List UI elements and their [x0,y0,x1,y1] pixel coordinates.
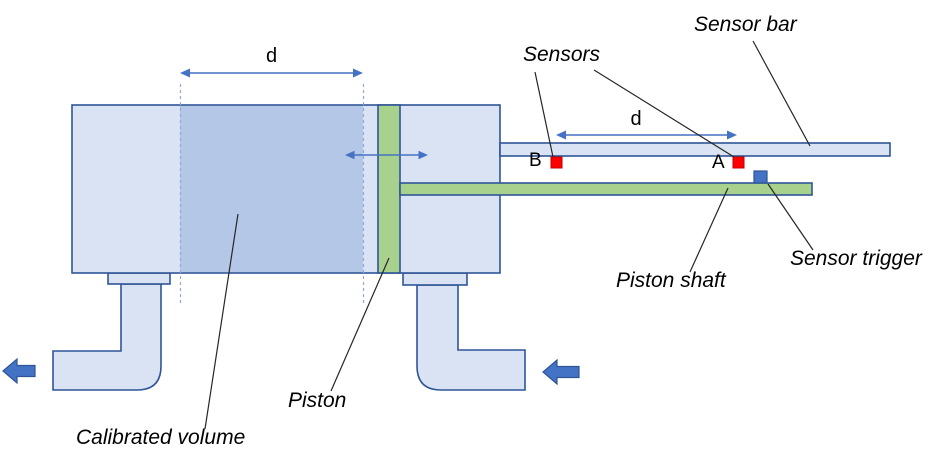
distance-sensors-label: d [630,108,642,130]
leader-sensor-trigger [767,183,814,251]
sensor-a-label: A [712,152,725,173]
calibrated-volume-region [180,106,363,272]
sensor-bar-label: Sensor bar [694,13,797,36]
leader-piston [330,257,390,392]
flow-outlet-block-arrow-left-icon [2,357,36,385]
inlet-pipe-elbow [416,284,526,391]
leader-calibrated-volume [204,213,239,430]
outlet-pipe-elbow [52,283,162,391]
piston-shaft-shape [399,182,813,196]
distance-arrow-top [180,68,363,78]
sensors-label: Sensors [523,43,601,66]
leader-sensors-to-a [593,69,735,158]
piston-shaft-label: Piston shaft [616,269,726,292]
piston-shape [377,104,401,274]
sensor-b-marker [550,156,563,169]
leader-sensors-to-b [534,71,554,158]
sensor-trigger-marker [753,170,768,184]
piston-travel-arrow [345,150,428,160]
sensor-a-marker [732,156,745,169]
calibrated-volume-label: Calibrated volume [76,426,246,449]
leader-piston-shaft [689,187,729,273]
sensor-b-label: B [529,150,542,171]
inlet-pipe-collar [402,272,468,286]
piston-label: Piston [288,389,347,412]
distance-top-label: d [265,45,278,67]
flow-inlet-block-arrow-left-icon [542,358,580,386]
outlet-pipe-collar [107,272,171,285]
sensor-bar-shape [499,142,891,157]
leader-sensor-bar [752,40,811,147]
distance-arrow-sensors [556,130,737,140]
sensor-trigger-label: Sensor trigger [790,247,922,270]
